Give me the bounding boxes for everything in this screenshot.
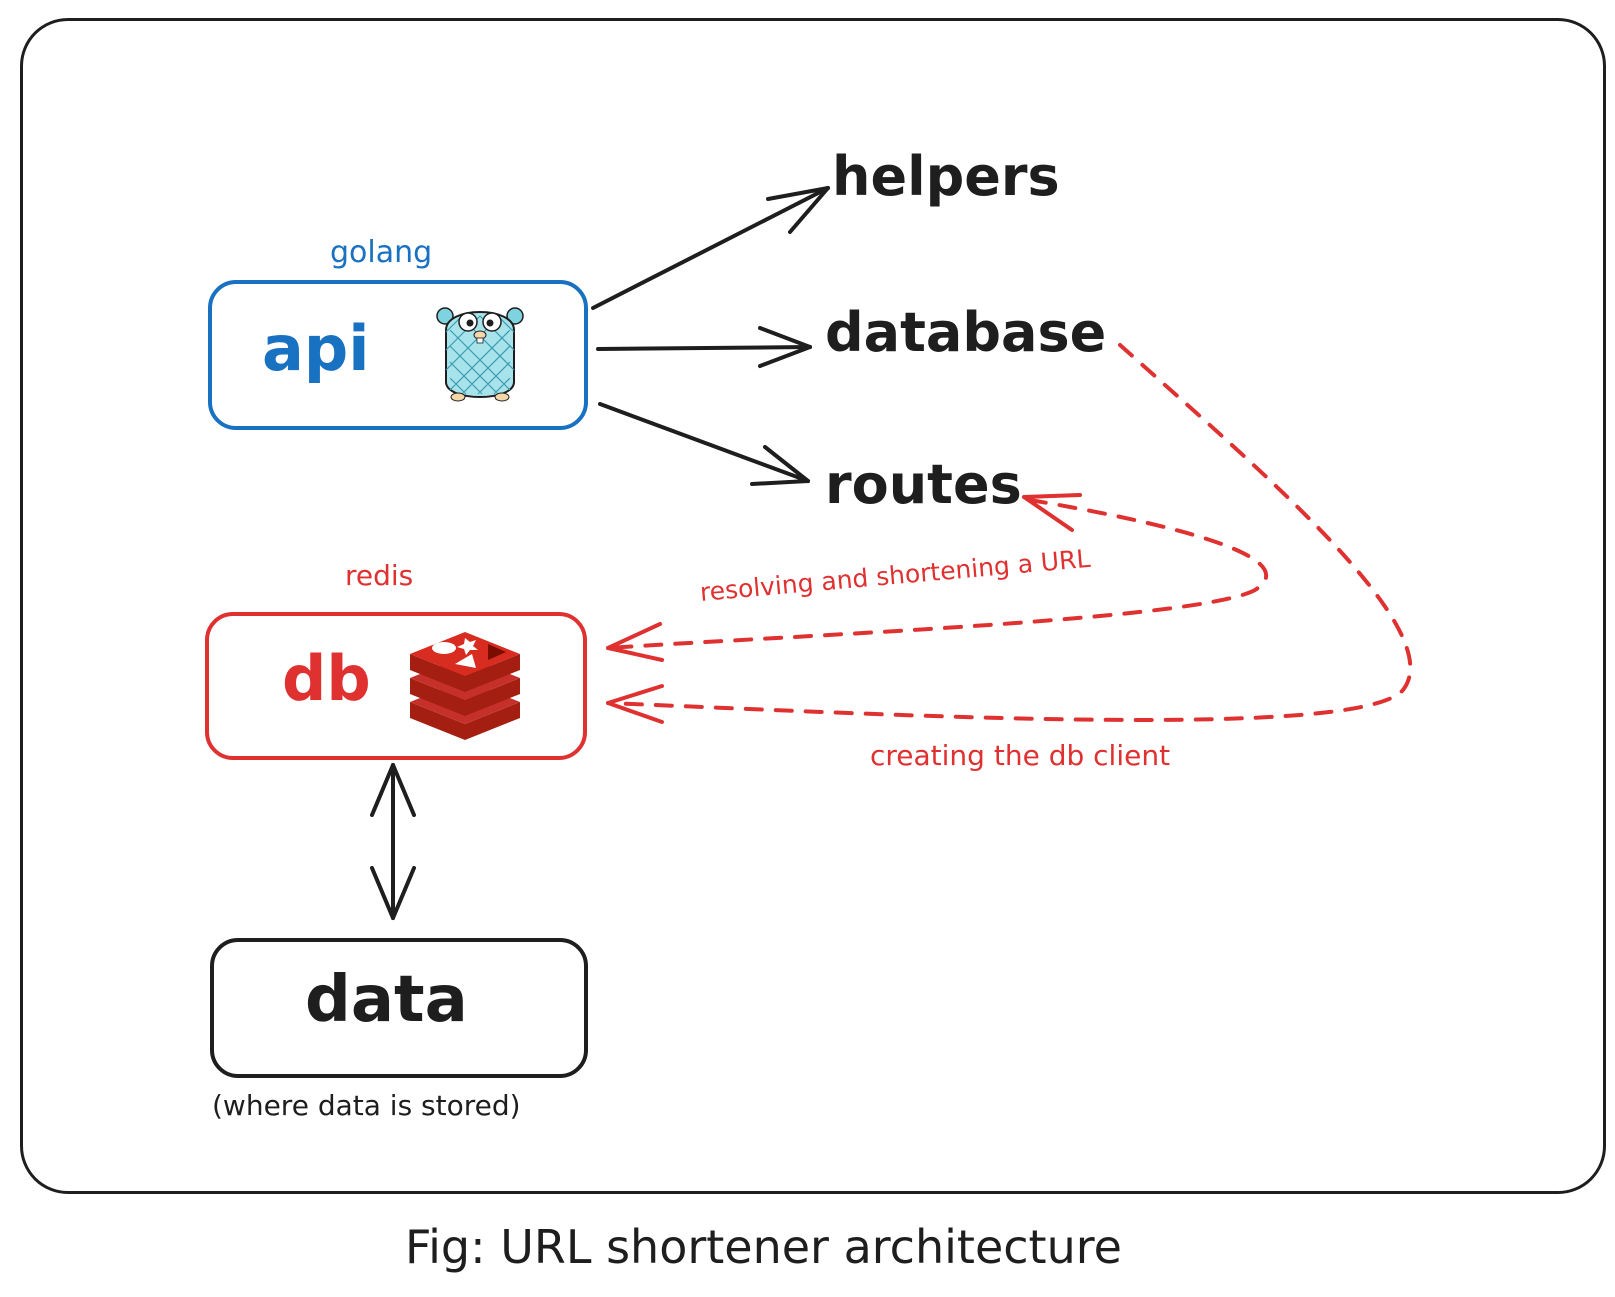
edge-label-creating: creating the db client <box>870 739 1171 772</box>
arrow-database-to-db <box>606 343 1413 722</box>
package-helpers: helpers <box>832 145 1060 208</box>
api-node <box>208 280 588 430</box>
package-database: database <box>825 301 1107 364</box>
arrow-api-to-helpers <box>591 186 830 310</box>
arrow-api-to-routes <box>598 402 810 486</box>
db-node <box>205 612 587 760</box>
db-tag-redis: redis <box>345 559 414 592</box>
data-note: (where data is stored) <box>212 1089 521 1122</box>
arrowhead-database-to-db <box>606 684 664 724</box>
arrow-api-to-database <box>596 326 812 368</box>
api-label: api <box>262 312 370 385</box>
arrow-db-data-bidirectional <box>370 763 416 920</box>
package-routes: routes <box>825 453 1022 516</box>
arrow-routes-to-db <box>606 498 1268 650</box>
arrowhead-routes-to-db <box>606 493 1082 662</box>
figure-caption: Fig: URL shortener architecture <box>405 1220 1122 1274</box>
data-node <box>210 938 588 1078</box>
db-label: db <box>282 642 371 715</box>
gopher-icon <box>436 307 524 402</box>
redis-icon <box>410 632 520 740</box>
data-label: data <box>305 963 468 1037</box>
diagram-frame <box>20 18 1606 1194</box>
api-tag-golang: golang <box>330 235 433 270</box>
